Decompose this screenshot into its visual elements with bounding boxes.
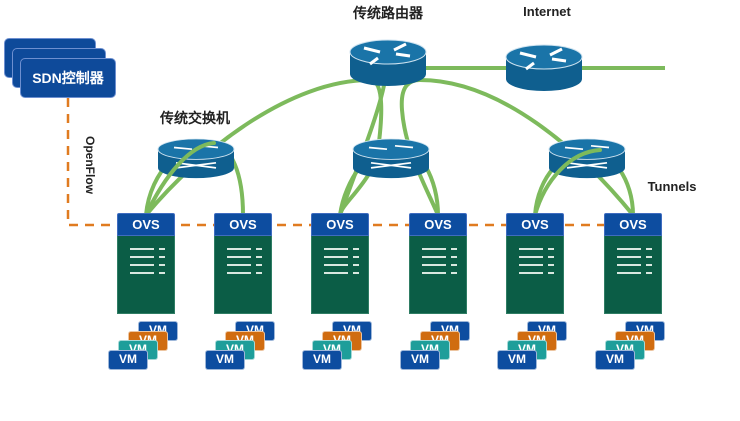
server-line (256, 256, 262, 258)
server-line (256, 272, 262, 274)
server-line (324, 264, 348, 266)
server-line (548, 272, 554, 274)
server-line (324, 256, 348, 258)
server[interactable]: OVS (311, 213, 369, 314)
server-line (548, 248, 554, 250)
server-line (617, 264, 641, 266)
server-line (646, 264, 652, 266)
ovs-switch[interactable]: OVS (214, 213, 272, 236)
server-line (422, 264, 446, 266)
server[interactable]: OVS (506, 213, 564, 314)
server-line (324, 272, 348, 274)
server-line (646, 248, 652, 250)
ovs-switch[interactable]: OVS (409, 213, 467, 236)
tunnel-line (338, 78, 387, 217)
switch-label: 传统交换机 (160, 110, 230, 126)
switch-icon (548, 138, 626, 179)
server-line (159, 248, 165, 250)
sdn-controller-label: SDN控制器 (32, 70, 104, 86)
server-line (422, 256, 446, 258)
ovs-switch[interactable]: OVS (311, 213, 369, 236)
server-line (548, 256, 554, 258)
server[interactable]: OVS (117, 213, 175, 314)
server-body-icon (409, 236, 467, 314)
vm[interactable]: VM (205, 350, 245, 370)
server-line (617, 248, 641, 250)
server-body-icon (506, 236, 564, 314)
ovs-switch[interactable]: OVS (506, 213, 564, 236)
openflow-label: OpenFlow (83, 136, 97, 194)
server-line (422, 272, 446, 274)
server-line (519, 264, 543, 266)
tunnel-line (533, 148, 602, 217)
tunnel-line (144, 141, 216, 217)
server-line (227, 256, 251, 258)
server-line (130, 248, 154, 250)
server-line (227, 248, 251, 250)
internet-router-icon (505, 44, 583, 92)
server-line (353, 272, 359, 274)
server-line (353, 248, 359, 250)
vm[interactable]: VM (595, 350, 635, 370)
ovs-switch[interactable]: OVS (604, 213, 662, 236)
server[interactable]: OVS (214, 213, 272, 314)
vm[interactable]: VM (400, 350, 440, 370)
server[interactable]: OVS (409, 213, 467, 314)
switch-icon (352, 138, 430, 179)
server-line (353, 256, 359, 258)
server-line (451, 264, 457, 266)
server-line (159, 256, 165, 258)
server-line (130, 272, 154, 274)
server-body-icon (117, 236, 175, 314)
server-line (617, 272, 641, 274)
tunnels-label: Tunnels (647, 179, 697, 194)
server-line (422, 248, 446, 250)
server-line (227, 272, 251, 274)
server-line (451, 272, 457, 274)
server-line (353, 264, 359, 266)
router-label: 传统路由器 (353, 5, 423, 21)
server-line (159, 272, 165, 274)
server-line (617, 256, 641, 258)
server-line (646, 256, 652, 258)
router-icon (349, 39, 427, 87)
ovs-switch[interactable]: OVS (117, 213, 175, 236)
vm[interactable]: VM (302, 350, 342, 370)
server-line (227, 264, 251, 266)
server-body-icon (311, 236, 369, 314)
server-line (256, 248, 262, 250)
server-body-icon (214, 236, 272, 314)
server-line (519, 272, 543, 274)
server-line (130, 264, 154, 266)
server-line (548, 264, 554, 266)
server-line (519, 248, 543, 250)
server-line (130, 256, 154, 258)
sdn-controller[interactable]: SDN控制器 (20, 58, 116, 98)
server-line (451, 256, 457, 258)
server[interactable]: OVS (604, 213, 662, 314)
server-line (324, 248, 348, 250)
server-line (159, 264, 165, 266)
server-line (256, 264, 262, 266)
vm[interactable]: VM (108, 350, 148, 370)
server-line (451, 248, 457, 250)
server-line (519, 256, 543, 258)
server-body-icon (604, 236, 662, 314)
internet-label: Internet (523, 4, 571, 19)
server-line (646, 272, 652, 274)
vm[interactable]: VM (497, 350, 537, 370)
